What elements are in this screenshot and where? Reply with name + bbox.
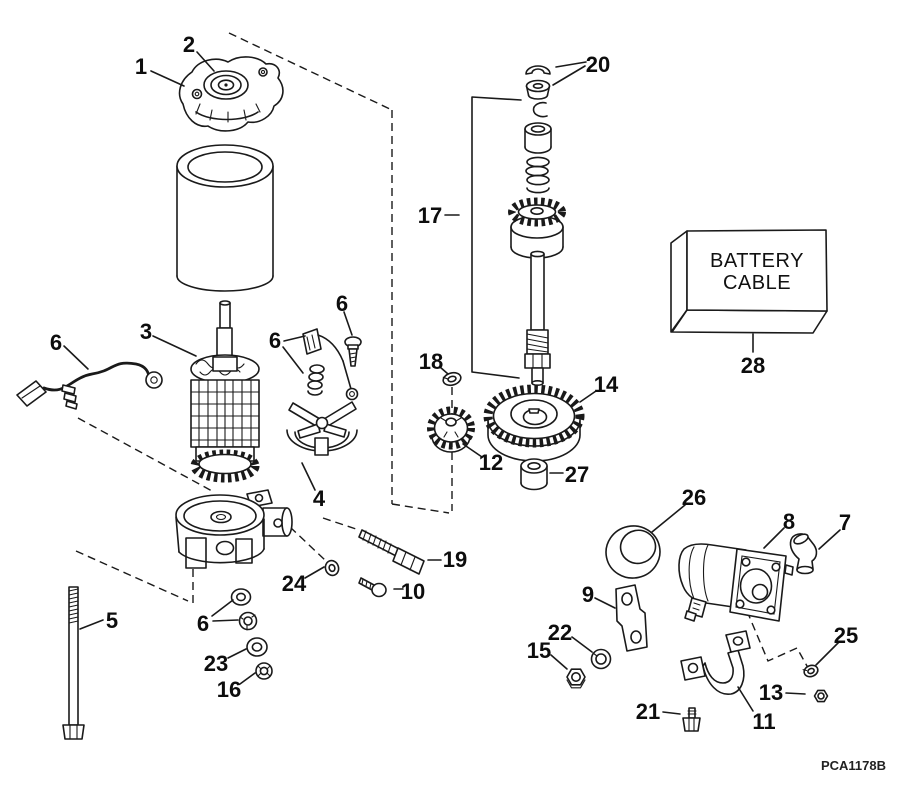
motor-frame bbox=[176, 144, 274, 292]
callout-10: 10 bbox=[401, 579, 425, 604]
solenoid-8 bbox=[678, 543, 794, 622]
callout-9: 9 bbox=[582, 582, 594, 607]
battery-cable-line1: BATTERY bbox=[710, 250, 804, 272]
callout-24: 24 bbox=[282, 571, 307, 596]
washer-23 bbox=[246, 637, 268, 657]
drive-pinion bbox=[508, 197, 566, 259]
callout-6-wire: 6 bbox=[50, 330, 62, 355]
screw-10 bbox=[358, 577, 387, 598]
callout-1: 1 bbox=[135, 54, 147, 79]
callout-20: 20 bbox=[586, 52, 610, 77]
drive-retainer-set bbox=[525, 65, 551, 118]
callout-26: 26 bbox=[682, 485, 706, 510]
drive-gear-14 bbox=[483, 384, 585, 462]
callout-7: 7 bbox=[839, 510, 851, 535]
callout-11: 11 bbox=[752, 709, 775, 734]
flat-washer-24 bbox=[324, 559, 340, 577]
callout-17: 17 bbox=[418, 203, 442, 228]
callout-22: 22 bbox=[548, 620, 572, 645]
battery-cable-line2: CABLE bbox=[723, 272, 791, 294]
figure-code: PCA1178B bbox=[821, 758, 886, 773]
callout-8: 8 bbox=[783, 509, 795, 534]
callout-15: 15 bbox=[527, 638, 551, 663]
lower-end-cap bbox=[175, 489, 293, 569]
lock-washer-25 bbox=[802, 664, 819, 678]
callout-3: 3 bbox=[140, 319, 152, 344]
callout-28: 28 bbox=[741, 353, 765, 378]
through-bolt bbox=[62, 586, 85, 740]
lock-washer-18 bbox=[442, 371, 462, 387]
rubber-boot-7 bbox=[789, 533, 818, 575]
hex-nut-13 bbox=[813, 689, 829, 703]
callout-12: 12 bbox=[479, 450, 503, 475]
callout-25: 25 bbox=[834, 623, 858, 648]
screw-21 bbox=[682, 707, 701, 732]
mount-bolt-19 bbox=[358, 529, 425, 575]
lock-washer-22 bbox=[590, 648, 612, 670]
alignment-dashed-lines bbox=[75, 32, 813, 676]
callout-27: 27 bbox=[565, 462, 589, 487]
sleeve-26 bbox=[605, 525, 661, 579]
callout-19: 19 bbox=[443, 547, 467, 572]
callout-16: 16 bbox=[217, 677, 241, 702]
battery-cable-box: BATTERY CABLE bbox=[670, 229, 828, 334]
brush-screw bbox=[344, 336, 362, 367]
washer-6 bbox=[230, 588, 252, 606]
callout-5: 5 bbox=[106, 608, 118, 633]
callout-21: 21 bbox=[636, 699, 660, 724]
callout-14: 14 bbox=[594, 372, 619, 397]
locknut-16 bbox=[255, 662, 273, 680]
callout-6-hardware: 6 bbox=[197, 611, 209, 636]
leader-lines bbox=[63, 51, 841, 715]
callout-13: 13 bbox=[759, 680, 783, 705]
nut-6 bbox=[238, 611, 258, 631]
callout-4: 4 bbox=[313, 486, 326, 511]
callout-6-screw: 6 bbox=[336, 291, 348, 316]
hex-nut-15 bbox=[566, 668, 586, 689]
bushing-27 bbox=[520, 458, 548, 491]
drive-spacer-and-spring bbox=[524, 122, 552, 194]
armature bbox=[190, 300, 260, 483]
brush-lead-wire bbox=[16, 361, 163, 410]
bracket-11 bbox=[680, 630, 751, 695]
ground-strap-9 bbox=[615, 584, 648, 652]
drive-shaft bbox=[524, 250, 551, 386]
callout-2: 2 bbox=[183, 32, 195, 57]
callout-6-brush: 6 bbox=[269, 328, 281, 353]
end-cap-assembly bbox=[178, 56, 284, 132]
callout-labels: 1 2 3 6 6 6 4 5 6 23 16 24 10 19 17 20 1… bbox=[50, 32, 858, 734]
pinion-gear-12 bbox=[427, 406, 475, 453]
callout-18: 18 bbox=[419, 349, 443, 374]
brush-and-spring-set bbox=[302, 328, 359, 401]
callout-23: 23 bbox=[204, 651, 228, 676]
brush-plate bbox=[286, 401, 358, 456]
